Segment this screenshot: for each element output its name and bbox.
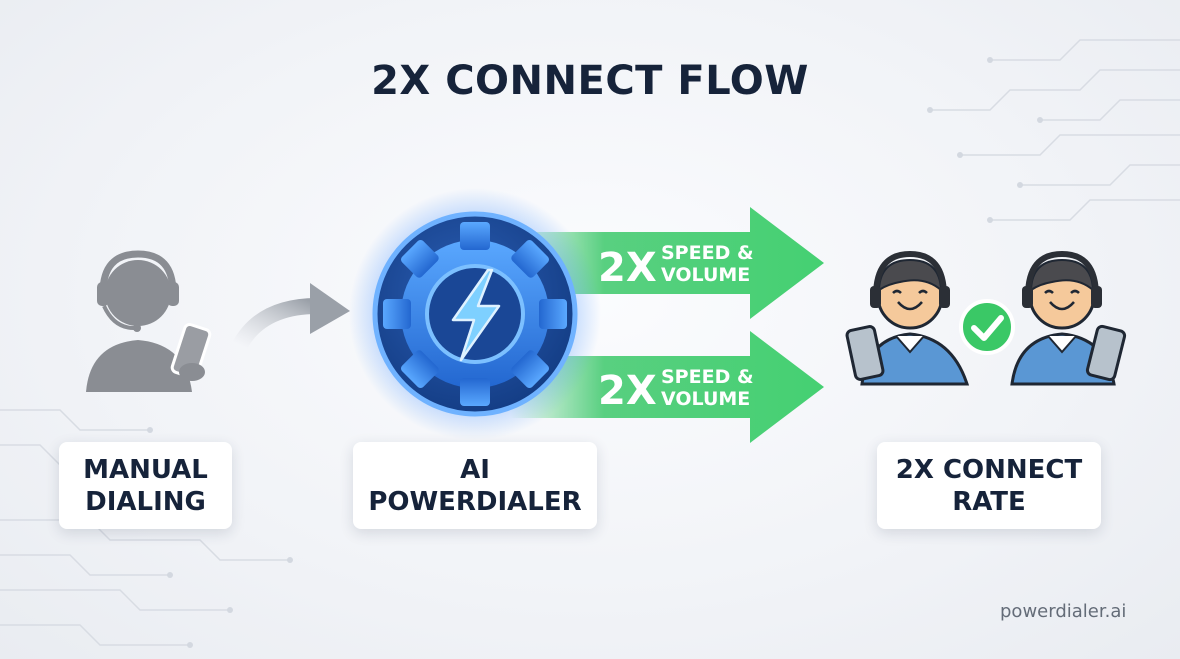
checkmark-icon bbox=[959, 299, 1015, 355]
arrow-bottom-multiplier: 2X bbox=[598, 368, 657, 414]
watermark-domain: powerdialer.ai bbox=[1000, 601, 1127, 622]
arrow-top-line2: VOLUME bbox=[661, 264, 750, 286]
happy-agent-icon bbox=[1010, 250, 1127, 386]
stage-label-line2: RATE bbox=[952, 486, 1026, 517]
stage-card-manual-dialing: MANUAL DIALING bbox=[59, 442, 232, 529]
stage-card-ai-powerdialer: AI POWERDIALER bbox=[353, 442, 597, 529]
lightning-bolt-icon bbox=[451, 268, 501, 362]
curved-arrow-icon bbox=[232, 283, 350, 353]
gear-tooth bbox=[400, 350, 439, 389]
arrow-bottom-line2: VOLUME bbox=[661, 388, 750, 410]
stage-card-connect-rate: 2X CONNECT RATE bbox=[877, 442, 1101, 529]
stage-label-line1: AI bbox=[460, 454, 490, 485]
arrow-top-line1: SPEED & bbox=[661, 242, 754, 264]
gear-tooth bbox=[400, 239, 439, 278]
stage-label-line2: DIALING bbox=[85, 486, 206, 517]
gear-tooth bbox=[539, 299, 567, 329]
page-title: 2X CONNECT FLOW bbox=[371, 58, 809, 104]
gear-tooth bbox=[460, 222, 490, 250]
stage-label-line1: MANUAL bbox=[83, 454, 208, 485]
gear-tooth bbox=[511, 239, 550, 278]
gear-tooth bbox=[511, 350, 550, 389]
gear-tooth bbox=[460, 378, 490, 406]
stage-label-line1: 2X CONNECT bbox=[895, 454, 1083, 485]
gear-tooth bbox=[383, 299, 411, 329]
arrow-bottom-line1: SPEED & bbox=[661, 366, 754, 388]
happy-agent-icon bbox=[845, 250, 970, 386]
headset-agent-icon bbox=[86, 250, 212, 392]
stage-label-line2: POWERDIALER bbox=[368, 486, 582, 517]
arrow-top-multiplier: 2X bbox=[598, 245, 657, 291]
